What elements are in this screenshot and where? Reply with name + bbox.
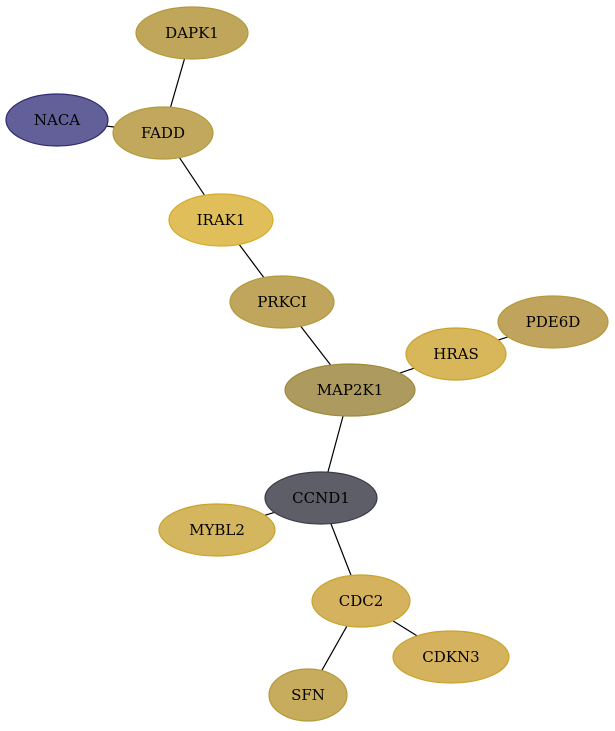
node-label: MAP2K1	[317, 381, 384, 399]
node-ellipse	[112, 106, 214, 160]
edge-map2k1-hras	[399, 367, 415, 374]
node-mybl2[interactable]: MYBL2	[158, 503, 276, 557]
node-label: DAPK1	[165, 24, 219, 42]
node-ellipse	[135, 6, 249, 60]
node-label: PDE6D	[526, 313, 581, 331]
node-cdkn3[interactable]: CDKN3	[392, 630, 510, 684]
edge-ccnd1-mybl2	[264, 511, 275, 516]
node-label: SFN	[291, 686, 325, 704]
node-fadd[interactable]: FADD	[112, 106, 214, 160]
edge-prkci-map2k1	[300, 325, 332, 366]
node-irak1[interactable]: IRAK1	[168, 193, 274, 247]
edge-hras-pde6d	[498, 336, 509, 341]
node-label: CDKN3	[422, 648, 479, 666]
node-label: HRAS	[433, 345, 478, 363]
node-ellipse	[311, 574, 411, 628]
node-ellipse	[284, 363, 416, 417]
node-hras[interactable]: HRAS	[405, 327, 507, 381]
edge-naca-fadd	[106, 125, 115, 128]
edges-layer	[106, 58, 509, 671]
node-cdc2[interactable]: CDC2	[311, 574, 411, 628]
node-ellipse	[405, 327, 507, 381]
edge-ccnd1-cdc2	[330, 523, 352, 576]
node-map2k1[interactable]: MAP2K1	[284, 363, 416, 417]
node-label: NACA	[34, 111, 80, 129]
edge-cdc2-sfn	[321, 625, 348, 671]
node-ellipse	[158, 503, 276, 557]
node-label: MYBL2	[189, 521, 245, 539]
node-pde6d[interactable]: PDE6D	[497, 295, 609, 349]
node-prkci[interactable]: PRKCI	[229, 275, 335, 329]
node-ellipse	[5, 93, 109, 147]
node-naca[interactable]: NACA	[5, 93, 109, 147]
edge-irak1-prkci	[238, 244, 265, 278]
node-ellipse	[264, 471, 378, 525]
edge-cdc2-cdkn3	[392, 620, 418, 637]
edge-dapk1-fadd	[169, 58, 186, 108]
node-label: CCND1	[292, 489, 350, 507]
node-ellipse	[168, 193, 274, 247]
node-ccnd1[interactable]: CCND1	[264, 471, 378, 525]
node-ellipse	[229, 275, 335, 329]
node-ellipse	[392, 630, 510, 684]
node-label: PRKCI	[257, 293, 307, 311]
node-ellipse	[268, 668, 348, 722]
node-dapk1[interactable]: DAPK1	[135, 6, 249, 60]
node-ellipse	[497, 295, 609, 349]
node-label: CDC2	[339, 592, 384, 610]
edge-fadd-irak1	[178, 157, 206, 196]
node-sfn[interactable]: SFN	[268, 668, 348, 722]
node-label: FADD	[141, 124, 185, 142]
node-label: IRAK1	[197, 211, 246, 229]
edge-map2k1-ccnd1	[327, 415, 344, 473]
